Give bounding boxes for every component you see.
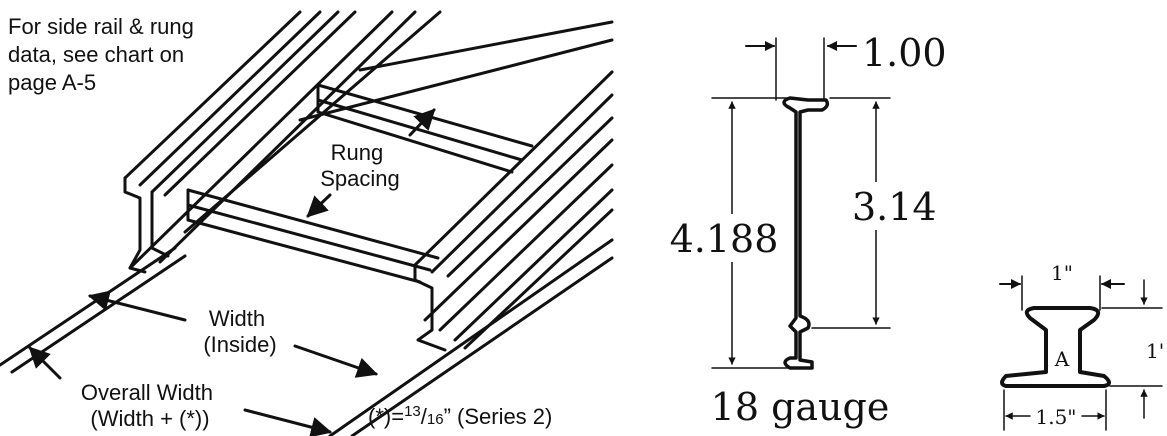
note-text: For side rail & rung data, see chart on … — [8, 14, 200, 95]
side-rail-section — [782, 96, 830, 370]
rung-spacing-line: Rung — [331, 140, 384, 165]
note-line: For side rail & rung — [8, 14, 194, 39]
series-footnote: (*)=13/16” (Series 2) — [368, 403, 552, 429]
rung-profile: 1" 1' A 1.5" — [999, 261, 1164, 431]
width-line: (Inside) — [203, 332, 276, 357]
footnote-suffix: ” (Series 2) — [444, 404, 553, 429]
ladder-drawing: For side rail & rung data, see chart on … — [0, 10, 614, 436]
width-line: Width — [209, 306, 265, 331]
footnote-slash: / — [421, 404, 428, 429]
note-line: data, see chart on — [8, 42, 184, 67]
overall-width-label: Overall Width (Width + (*)) — [81, 380, 219, 431]
rung-bottom-width-dim: 1.5" — [1035, 405, 1076, 429]
note-line: page A-5 — [8, 70, 96, 95]
total-height-dim: 4.188 — [670, 217, 779, 261]
width-label: Width (Inside) — [203, 306, 276, 357]
footnote-denominator: 16 — [427, 411, 444, 428]
rung-section — [1000, 306, 1111, 388]
overall-width-line: Overall Width — [81, 380, 213, 405]
side-rail-profile: 1.00 4.188 3.14 18 gauge — [664, 31, 948, 429]
near-side-rail — [298, 20, 614, 436]
rung-spacing-label: Rung Spacing — [320, 140, 400, 191]
rung-spacing-line: Spacing — [320, 166, 400, 191]
rung-height-dim: 1' — [1146, 339, 1164, 363]
footnote-prefix: (*)= — [368, 404, 404, 429]
overall-width-line: (Width + (*)) — [90, 406, 209, 431]
rung-top-width-dim: 1" — [1051, 261, 1073, 285]
top-flange-dim: 1.00 — [862, 31, 947, 75]
inner-height-dim: 3.14 — [852, 185, 937, 229]
dimension-arrows — [28, 108, 436, 436]
gauge-label: 18 gauge — [711, 385, 890, 429]
rung-lower — [186, 188, 440, 284]
rung-section-label: A — [1054, 347, 1070, 371]
footnote-numerator: 13 — [404, 403, 421, 420]
